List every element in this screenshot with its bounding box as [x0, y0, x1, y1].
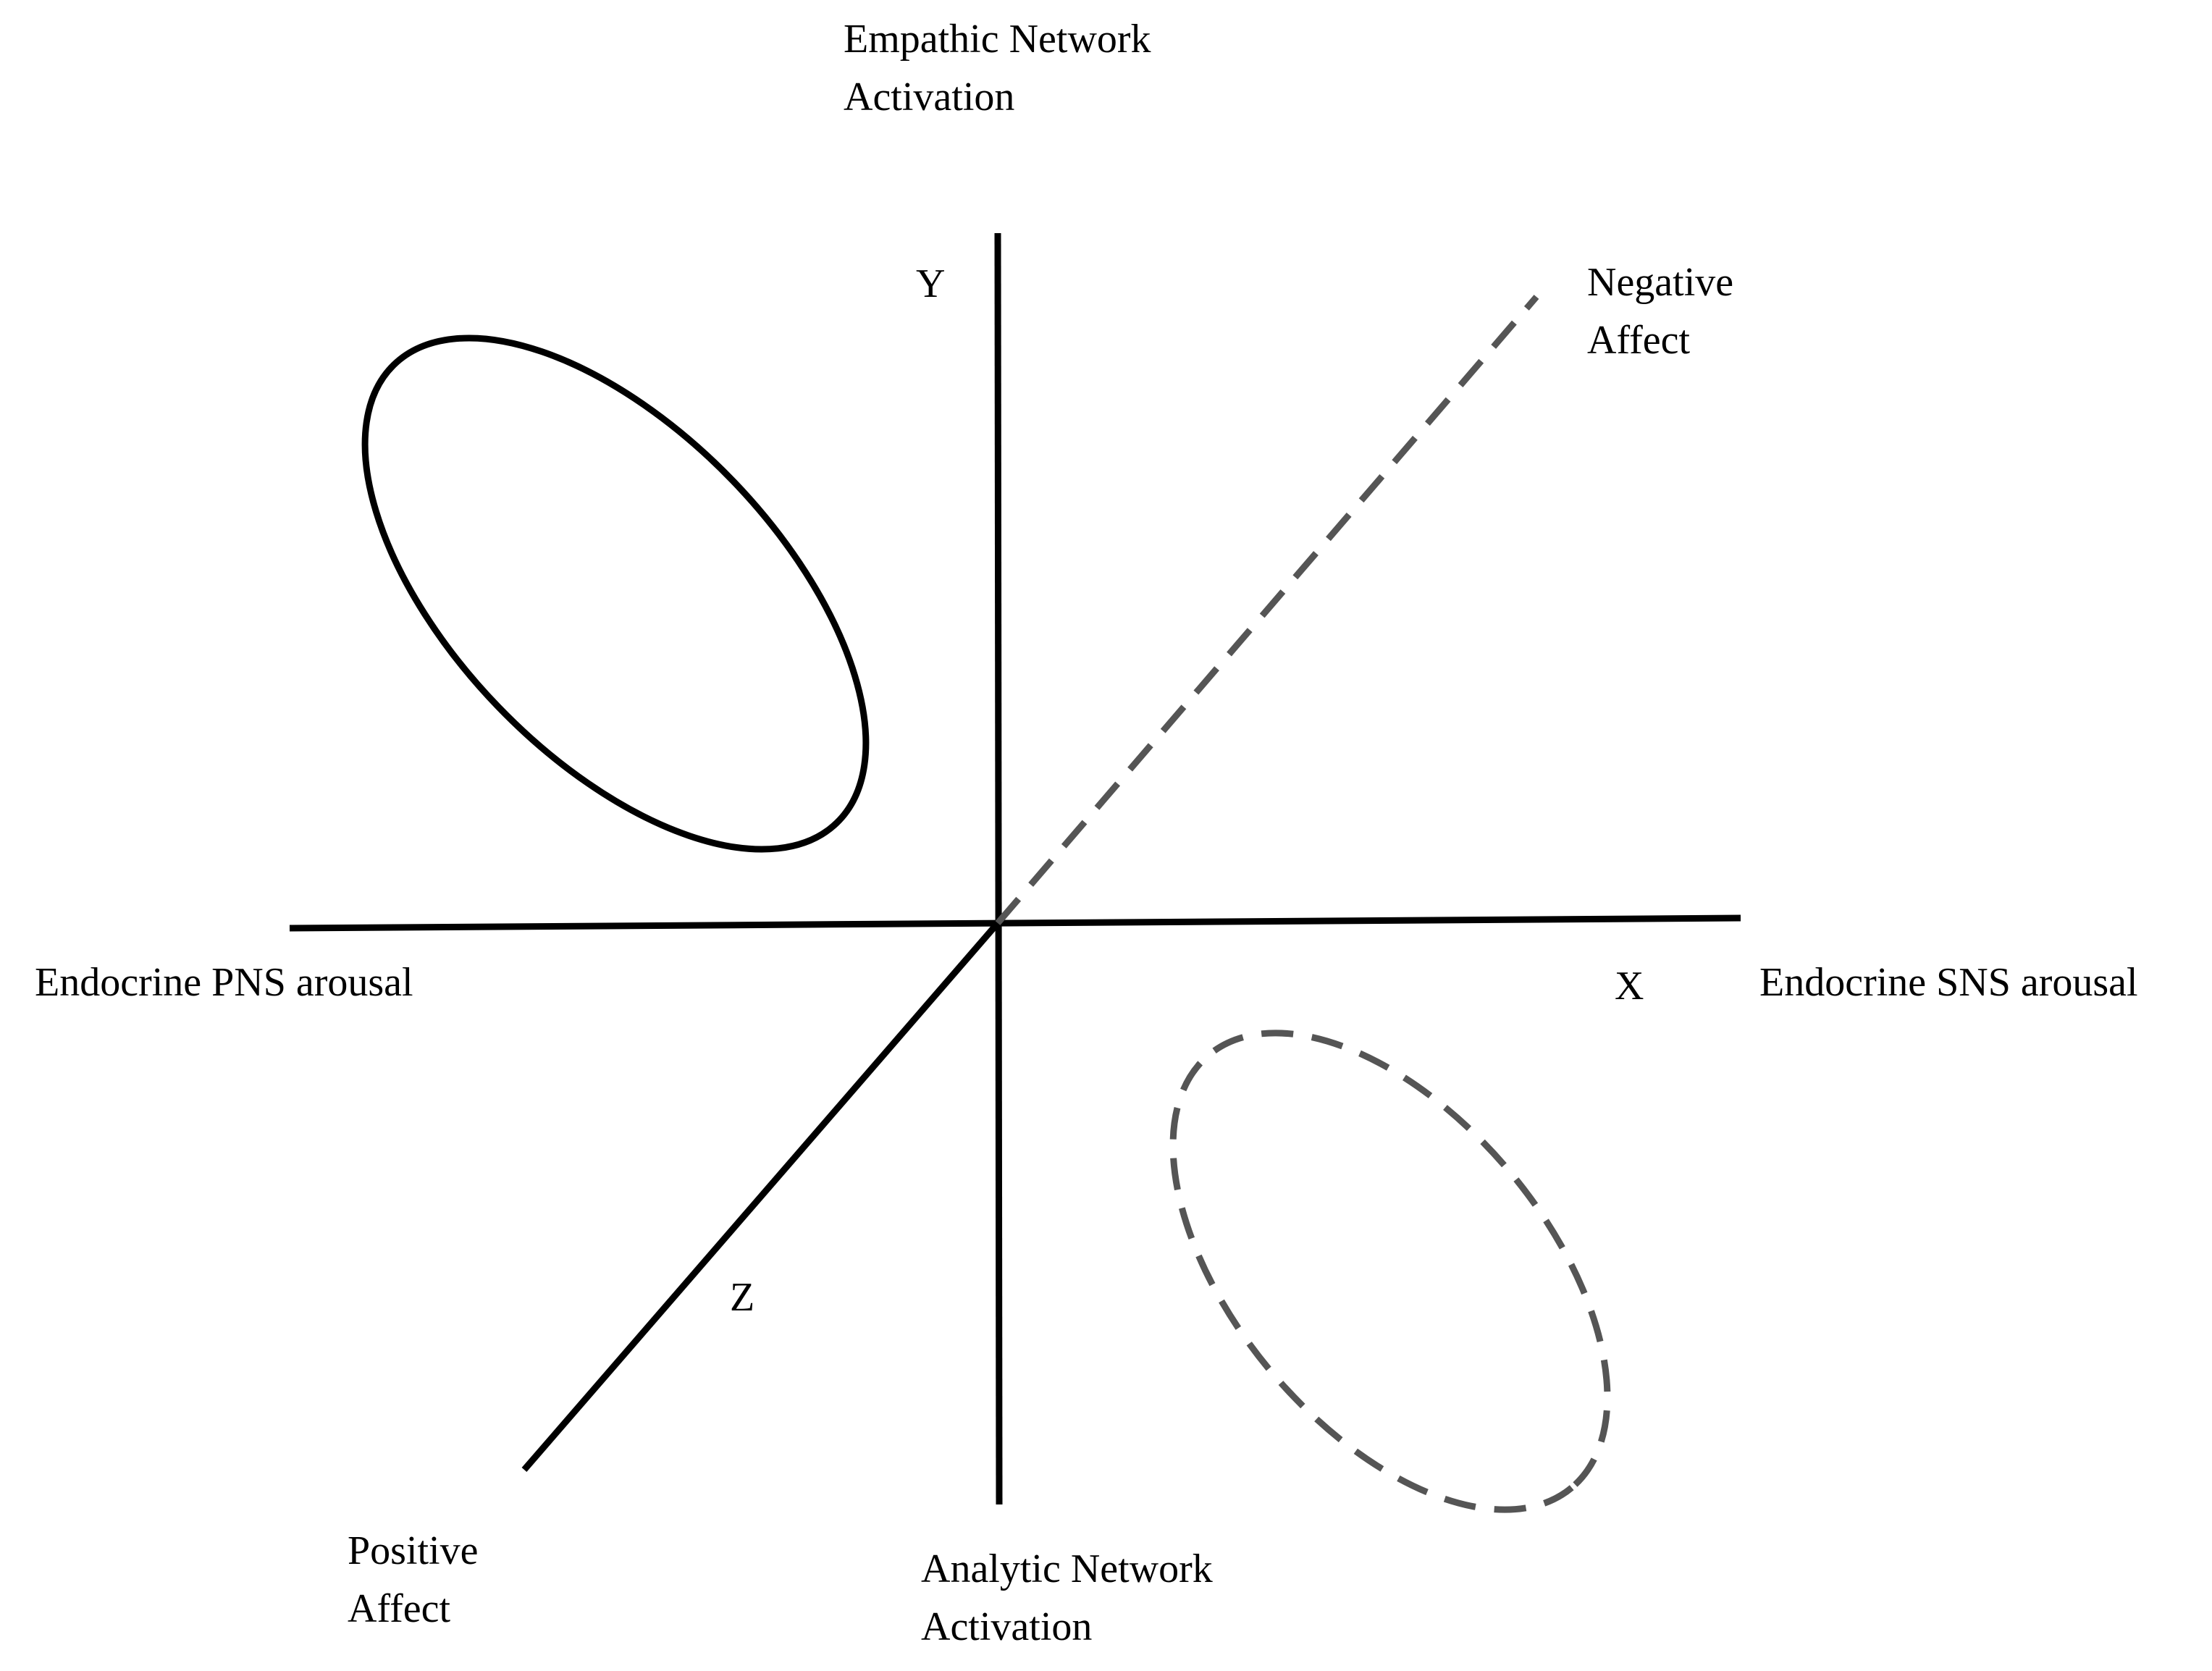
dashed-ellipse	[1169, 1030, 1611, 1513]
top-label-line2: Activation	[844, 75, 1014, 119]
x-axis-label: X	[1615, 964, 1644, 1009]
right-axis-label: Endocrine SNS arousal	[1759, 960, 2138, 1005]
horizontal-axis	[289, 914, 1741, 932]
bottom-label-line1: Analytic Network	[921, 1546, 1213, 1591]
negative-affect-label-line1: Negative	[1587, 260, 1733, 305]
z-axis-label: Z	[730, 1275, 754, 1320]
positive-affect-label-line1: Positive	[348, 1528, 478, 1573]
y-axis-label: Y	[916, 261, 945, 306]
negative-affect-label-line2: Affect	[1587, 318, 1690, 363]
solid-ellipse	[361, 334, 870, 853]
z-axis-solid-segment	[521, 921, 1001, 1472]
top-label-line1: Empathic Network	[844, 17, 1151, 62]
z-axis-dashed-segment	[995, 295, 1539, 925]
positive-affect-label-line2: Affect	[348, 1586, 450, 1631]
left-axis-label: Endocrine PNS arousal	[35, 960, 413, 1005]
bottom-label-line2: Activation	[921, 1604, 1092, 1649]
vertical-axis	[994, 232, 1003, 1505]
